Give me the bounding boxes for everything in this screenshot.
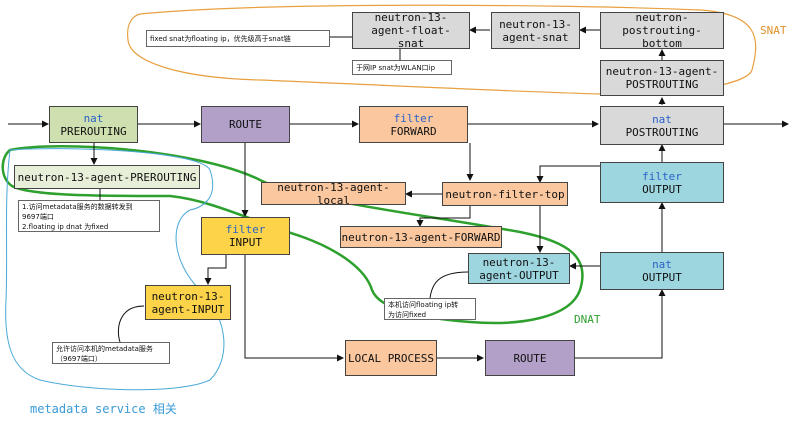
filter-output-box: filter OUTPUT [600,162,724,203]
agent-postrouting-box: neutron-13-agent-POSTROUTING [600,60,724,96]
chain-name: PREROUTING [60,124,127,138]
table-name: filter [225,223,266,236]
chain-name: neutron-filter-top [445,187,565,201]
dnat-label: DNAT [574,313,601,326]
chain-name: neutron-13-agent-snat [499,17,572,44]
chain-name: FORWARD [390,124,437,138]
agent-forward-box: neutron-13-agent-FORWARD [340,226,502,248]
chain-name: INPUT [228,236,263,249]
route-label: ROUTE [513,351,547,365]
chain-name: neutron-13-agent-POSTROUTING [605,65,719,91]
output-note: 本机访问floating ip转 为访问fixed [384,298,476,320]
table-name: filter [642,169,682,183]
agent-prerouting-box: neutron-13-agent-PREROUTING [14,165,200,189]
float-snat-note: fixed snat为floating ip，优先级高于snat链 [146,30,330,47]
prerouting-note: 1.访问metadata服务的数据转发到 9697端口 2.floating i… [18,200,160,232]
agent-local-box: neutron-13-agent-local [261,180,406,207]
chain-name: neutron-postrouting-bottom [622,11,702,50]
route-box-top: ROUTE [201,106,290,143]
chain-name: neutron-13-agent-float-snat [371,11,451,50]
note-line: 9697端口 [22,213,54,221]
table-name: filter [393,111,434,125]
snat-note: 于网IP snat为WLAN口ip [352,60,452,75]
table-name: nat [83,111,104,125]
table-name: nat [652,112,672,126]
input-note: 允许访问本机的metadata服务 （9697端口） [52,342,170,364]
chain-name: neutron-13-agent-FORWARD [341,230,501,244]
filter-forward-box: filter FORWARD [359,106,468,143]
nat-output-box: nat OUTPUT [600,252,724,290]
local-process-box: LOCAL PROCESS [345,340,437,376]
chain-name: POSTROUTING [625,125,699,139]
postrouting-bottom-box: neutron-postrouting-bottom [600,11,724,50]
chain-name: OUTPUT [642,182,682,196]
nat-prerouting-box: nat PREROUTING [49,106,138,143]
filter-top-box: neutron-filter-top [442,182,568,206]
metadata-label: metadata service 相关 [30,402,177,416]
agent-input-box: neutron-13-agent-INPUT [145,285,231,320]
route-label: ROUTE [228,118,263,131]
chain-name: neutron-13-agent-local [277,180,390,207]
note-line: 允许访问本机的metadata服务 [56,345,153,353]
chain-name: neutron-13-agent-INPUT [151,289,225,316]
note-line: （9697端口） [56,355,102,363]
process-label: LOCAL PROCESS [347,351,435,365]
metadata-region-outline [5,148,225,391]
agent-output-box: neutron-13-agent-OUTPUT [468,253,570,284]
route-box-bottom: ROUTE [485,340,575,376]
filter-input-box: filter INPUT [201,217,290,255]
note-line: 1.访问metadata服务的数据转发到 [22,203,133,211]
agent-snat-box: neutron-13-agent-snat [491,12,580,49]
note-line: 2.floating ip dnat 为fixed [22,223,109,231]
snat-label: SNAT [760,24,787,37]
agent-float-snat-box: neutron-13-agent-float-snat [352,11,470,50]
chain-name: OUTPUT [642,271,682,284]
nat-postrouting-box: nat POSTROUTING [600,106,724,145]
table-name: nat [652,258,672,271]
note-line: 为访问fixed [388,311,427,319]
chain-name: neutron-13-agent-OUTPUT [479,255,559,282]
chain-name: neutron-13-agent-PREROUTING [17,170,197,184]
note-line: 本机访问floating ip转 [388,301,459,309]
